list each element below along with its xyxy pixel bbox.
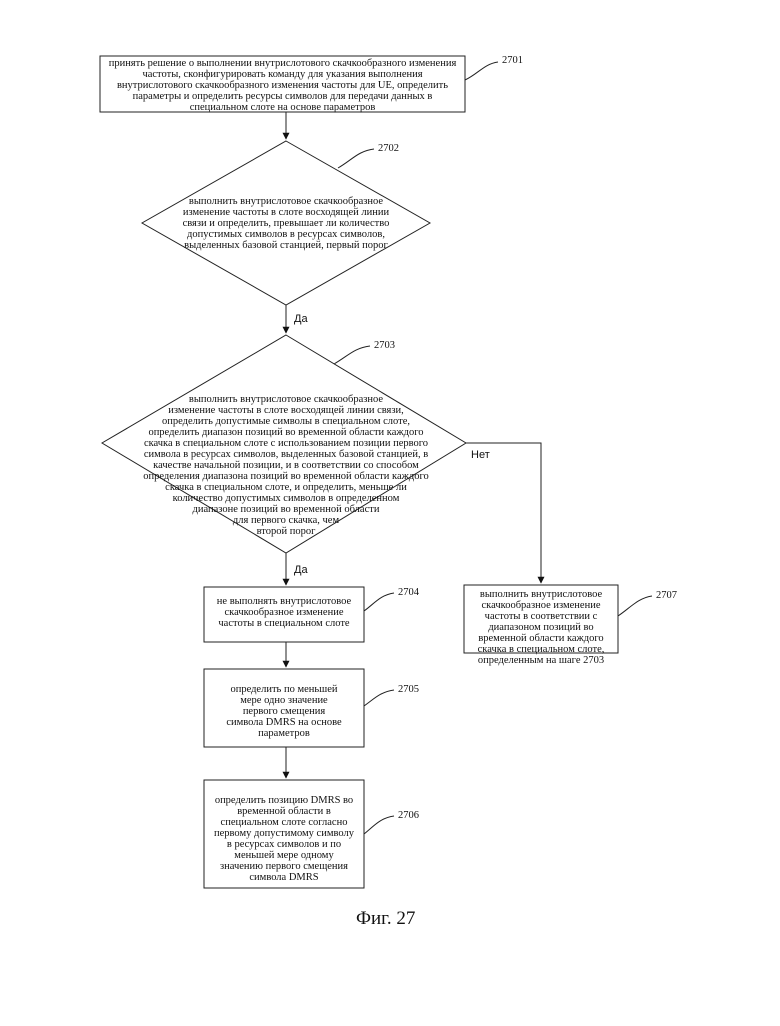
- node-2705-text: определить по меньшей мере одно значение…: [204, 684, 364, 739]
- ref-2704: 2704: [398, 587, 419, 598]
- node-2704-text: не выполнять внутрислотовое скачкообразн…: [204, 596, 364, 629]
- node-2702-text: выполнить внутрислотовое скачкообразное …: [160, 196, 412, 251]
- leader-2703: [334, 346, 370, 364]
- leader-2706: [364, 816, 394, 834]
- ref-2707: 2707: [656, 590, 677, 601]
- node-2701-text: принять решение о выполнении внутрислото…: [100, 58, 465, 113]
- edge-label-no: Нет: [471, 449, 490, 461]
- ref-2701: 2701: [502, 55, 523, 66]
- leader-2702: [338, 149, 374, 168]
- node-2707-text: выполнить внутрислотовое скачкообразное …: [464, 589, 618, 666]
- leader-2701: [465, 62, 498, 80]
- node-2706-text: определить позицию DMRS во временной обл…: [204, 795, 364, 883]
- leader-2704: [364, 593, 394, 611]
- ref-2702: 2702: [378, 143, 399, 154]
- ref-2706: 2706: [398, 810, 419, 821]
- leader-2705: [364, 690, 394, 706]
- node-2703-text: выполнить внутрислотовое скачкообразное …: [120, 394, 452, 537]
- edge-label-yes-1: Да: [294, 313, 308, 325]
- ref-2703: 2703: [374, 340, 395, 351]
- figure-caption: Фиг. 27: [356, 908, 415, 930]
- ref-2705: 2705: [398, 684, 419, 695]
- leader-2707: [618, 596, 652, 616]
- edge-label-yes-2: Да: [294, 564, 308, 576]
- arrow-2703-2707: [466, 443, 541, 583]
